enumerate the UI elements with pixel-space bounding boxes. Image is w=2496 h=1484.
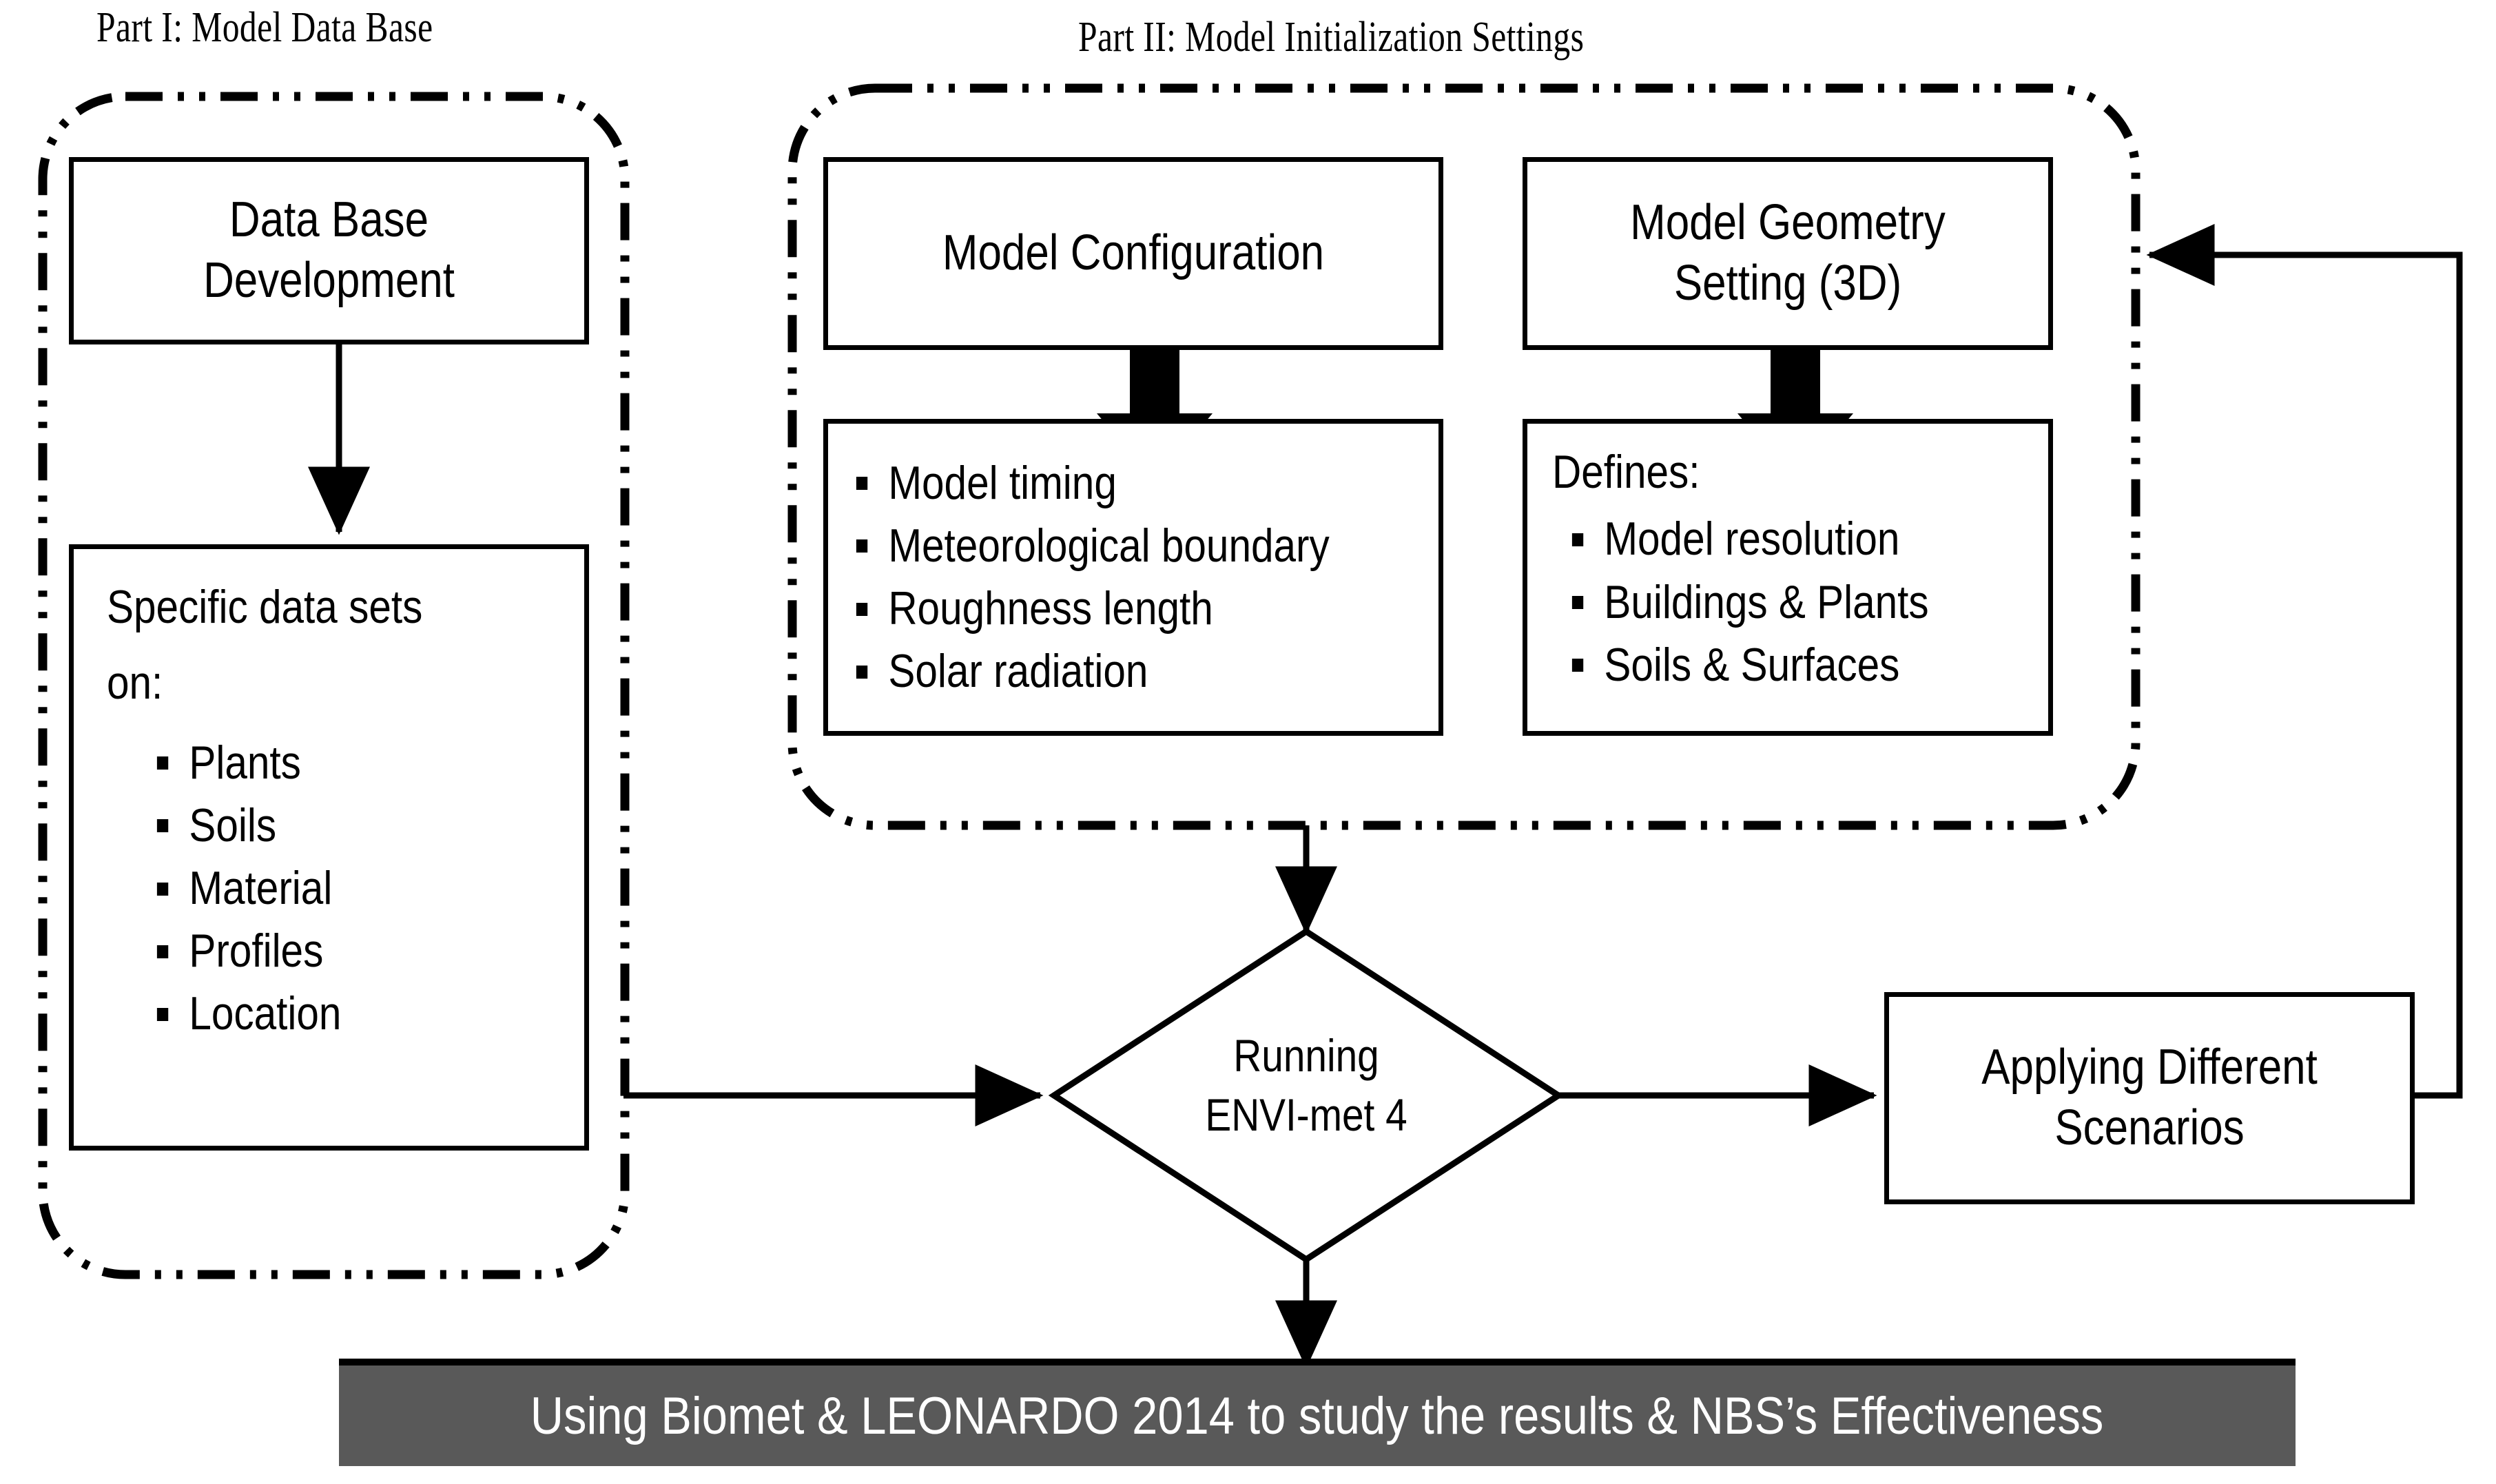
list-item: Location <box>152 982 524 1045</box>
connector-scenarios-feedback-loop <box>2146 224 2463 1099</box>
node-model-configuration[interactable]: Model Configuration <box>823 157 1443 350</box>
node-geometry-defines[interactable]: Defines: Model resolution Buildings & Pl… <box>1523 419 2053 736</box>
part1-group-boundary <box>38 92 630 1279</box>
node-specific-data-sets[interactable]: Specific data sets on: Plants Soils Mate… <box>69 544 589 1151</box>
decision-label: Running ENVI-met 4 <box>1205 1030 1407 1140</box>
list-item: Roughness length <box>852 577 1357 640</box>
square-bullet-icon <box>156 882 169 896</box>
config-bullet-list: Model timing Meteorological boundary Rou… <box>852 452 1438 703</box>
node-applying-scenarios[interactable]: Applying Different Scenarios <box>1884 992 2415 1204</box>
square-bullet-icon <box>856 665 868 679</box>
database-development-title: Data Base Development <box>203 192 455 308</box>
applying-scenarios-title: Applying Different Scenarios <box>1981 1040 2318 1155</box>
square-bullet-icon <box>856 539 868 553</box>
node-database-development[interactable]: Data Base Development <box>69 157 589 344</box>
square-bullet-icon <box>1571 596 1584 610</box>
list-item: Soils <box>152 794 524 857</box>
list-item: Plants <box>152 732 524 794</box>
block-arrow-config-to-items <box>1097 350 1213 482</box>
datasets-bullet-list: Plants Soils Material Profiles Location <box>107 732 584 1046</box>
list-item: Model resolution <box>1567 508 1981 570</box>
model-geometry-title: Model Geometry Setting (3D) <box>1630 195 1946 311</box>
part2-group-boundary <box>787 83 2141 830</box>
defines-bullet-list: Model resolution Buildings & Plants Soil… <box>1552 508 2048 696</box>
list-item: Solar radiation <box>852 640 1357 703</box>
square-bullet-icon <box>856 602 868 616</box>
datasets-lead-line-1: Specific data sets <box>107 581 423 633</box>
square-bullet-icon <box>856 477 868 491</box>
node-model-configuration-items[interactable]: Model timing Meteorological boundary Rou… <box>823 419 1443 736</box>
square-bullet-icon <box>156 1007 169 1021</box>
list-item: Material <box>152 857 524 920</box>
square-bullet-icon <box>156 945 169 958</box>
list-item: Buildings & Plants <box>1567 571 1981 634</box>
datasets-lead-line-2: on: <box>107 657 163 710</box>
list-item: Profiles <box>152 920 524 982</box>
square-bullet-icon <box>156 756 169 770</box>
list-item: Soils & Surfaces <box>1567 634 1981 697</box>
square-bullet-icon <box>1571 659 1584 672</box>
square-bullet-icon <box>1571 533 1584 546</box>
list-item: Meteorological boundary <box>852 515 1357 577</box>
square-bullet-icon <box>156 819 169 833</box>
defines-lead: Defines: <box>1552 446 1700 498</box>
results-bar[interactable]: Using Biomet & LEONARDO 2014 to study th… <box>339 1359 2296 1466</box>
part1-heading: Part I: Model Data Base <box>96 4 433 51</box>
results-bar-text: Using Biomet & LEONARDO 2014 to study th… <box>530 1386 2104 1445</box>
node-model-geometry-setting[interactable]: Model Geometry Setting (3D) <box>1523 157 2053 350</box>
list-item: Model timing <box>852 452 1357 515</box>
part2-heading: Part II: Model Initialization Settings <box>1078 14 1585 61</box>
block-arrow-geometry-to-defines <box>1737 350 1853 482</box>
model-configuration-title: Model Configuration <box>942 225 1325 281</box>
